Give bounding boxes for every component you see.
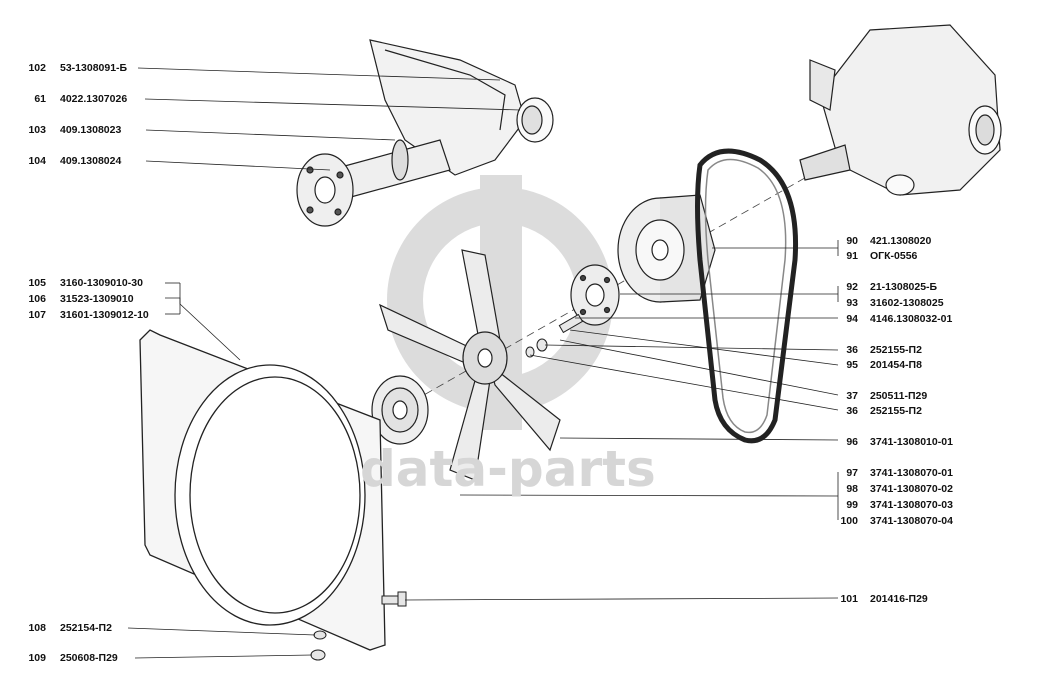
callout-number: 61 bbox=[34, 93, 46, 105]
callout-code: 3160-1309010-30 bbox=[60, 277, 143, 289]
callout-code: 201416-П29 bbox=[870, 593, 928, 605]
callout-number: 106 bbox=[28, 293, 46, 305]
callout-code: 409.1308024 bbox=[60, 155, 122, 167]
viscous-hub bbox=[371, 375, 429, 445]
fan-shroud bbox=[139, 329, 386, 651]
callout-number: 105 bbox=[28, 277, 46, 289]
callout-number: 94 bbox=[846, 313, 858, 325]
callout-number: 103 bbox=[28, 124, 46, 136]
callout-code: 31601-1309012-10 bbox=[60, 309, 149, 321]
callout-code: 201454-П8 bbox=[870, 359, 922, 371]
watermark-text: data-parts bbox=[360, 440, 656, 498]
callout-number: 36 bbox=[846, 405, 858, 417]
shaft-hub bbox=[296, 139, 451, 227]
callout-number: 104 bbox=[28, 155, 46, 167]
callout-number: 92 bbox=[846, 281, 858, 293]
callout-number: 100 bbox=[840, 515, 858, 527]
callout-number: 37 bbox=[846, 390, 858, 402]
callout-code: 3741-1308070-03 bbox=[870, 499, 953, 511]
callout-number: 107 bbox=[28, 309, 46, 321]
callout-number: 36 bbox=[846, 344, 858, 356]
callout-number: 102 bbox=[28, 62, 46, 74]
callout-code: 3741-1308010-01 bbox=[870, 436, 953, 448]
callout-code: 252155-П2 bbox=[870, 344, 922, 356]
leader-lines-right bbox=[404, 240, 839, 601]
fan bbox=[379, 249, 561, 481]
callout-number: 96 bbox=[846, 436, 858, 448]
callout-number: 97 bbox=[846, 467, 858, 479]
callout-code: 31523-1309010 bbox=[60, 293, 134, 305]
callout-code: 252154-П2 bbox=[60, 622, 112, 634]
callout-code: 4146.1308032-01 bbox=[870, 313, 953, 325]
spacer-flange bbox=[570, 264, 620, 326]
callout-code: 53-1308091-Б bbox=[60, 62, 128, 74]
bolt-washers bbox=[525, 313, 584, 358]
callout-number: 109 bbox=[28, 652, 46, 664]
callout-code: 250608-П29 bbox=[60, 652, 118, 664]
callout-number: 93 bbox=[846, 297, 858, 309]
callout-code: 21-1308025-Б bbox=[870, 281, 938, 293]
callout-code: 409.1308023 bbox=[60, 124, 122, 136]
callout-code: 3741-1308070-01 bbox=[870, 467, 953, 479]
callout-number: 91 bbox=[846, 250, 858, 262]
callout-code: 31602-1308025 bbox=[870, 297, 944, 309]
callout-code: 252155-П2 bbox=[870, 405, 922, 417]
v-belt-inner bbox=[704, 158, 787, 434]
callout-number: 99 bbox=[846, 499, 858, 511]
leader-lines-left bbox=[127, 67, 521, 659]
callout-code: 3741-1308070-02 bbox=[870, 483, 953, 495]
v-belt bbox=[695, 148, 799, 444]
callout-code: 421.1308020 bbox=[870, 235, 932, 247]
callout-code: 3741-1308070-04 bbox=[870, 515, 953, 527]
callout-number: 90 bbox=[846, 235, 858, 247]
callout-number: 95 bbox=[846, 359, 858, 371]
callout-number: 101 bbox=[840, 593, 858, 605]
callout-number: 108 bbox=[28, 622, 46, 634]
callout-code: 4022.1307026 bbox=[60, 93, 128, 105]
callout-code: 250511-П29 bbox=[870, 390, 928, 402]
water-pump bbox=[799, 24, 1002, 196]
callout-code: ОГК-0556 bbox=[870, 250, 918, 262]
callout-number: 98 bbox=[846, 483, 858, 495]
